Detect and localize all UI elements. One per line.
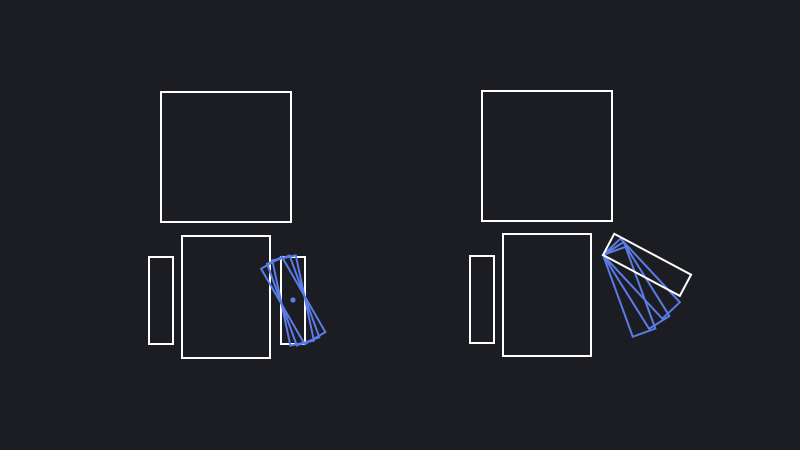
arm-ghost (601, 245, 657, 339)
right-arm-rotation-ghosts (259, 254, 327, 347)
top-square (160, 91, 292, 223)
figure-corner-pivot (469, 90, 693, 357)
body-rect (502, 233, 592, 357)
figure-center-pivot (148, 91, 327, 359)
pivot-marker (290, 297, 296, 303)
arm-ghost (271, 254, 316, 347)
left-arm (469, 255, 495, 344)
body-rect (181, 235, 271, 359)
left-arm (148, 256, 174, 345)
arm-ghost (601, 237, 682, 321)
top-square (481, 90, 613, 222)
arm-final (601, 232, 693, 298)
right-arm-rotated (601, 232, 693, 298)
